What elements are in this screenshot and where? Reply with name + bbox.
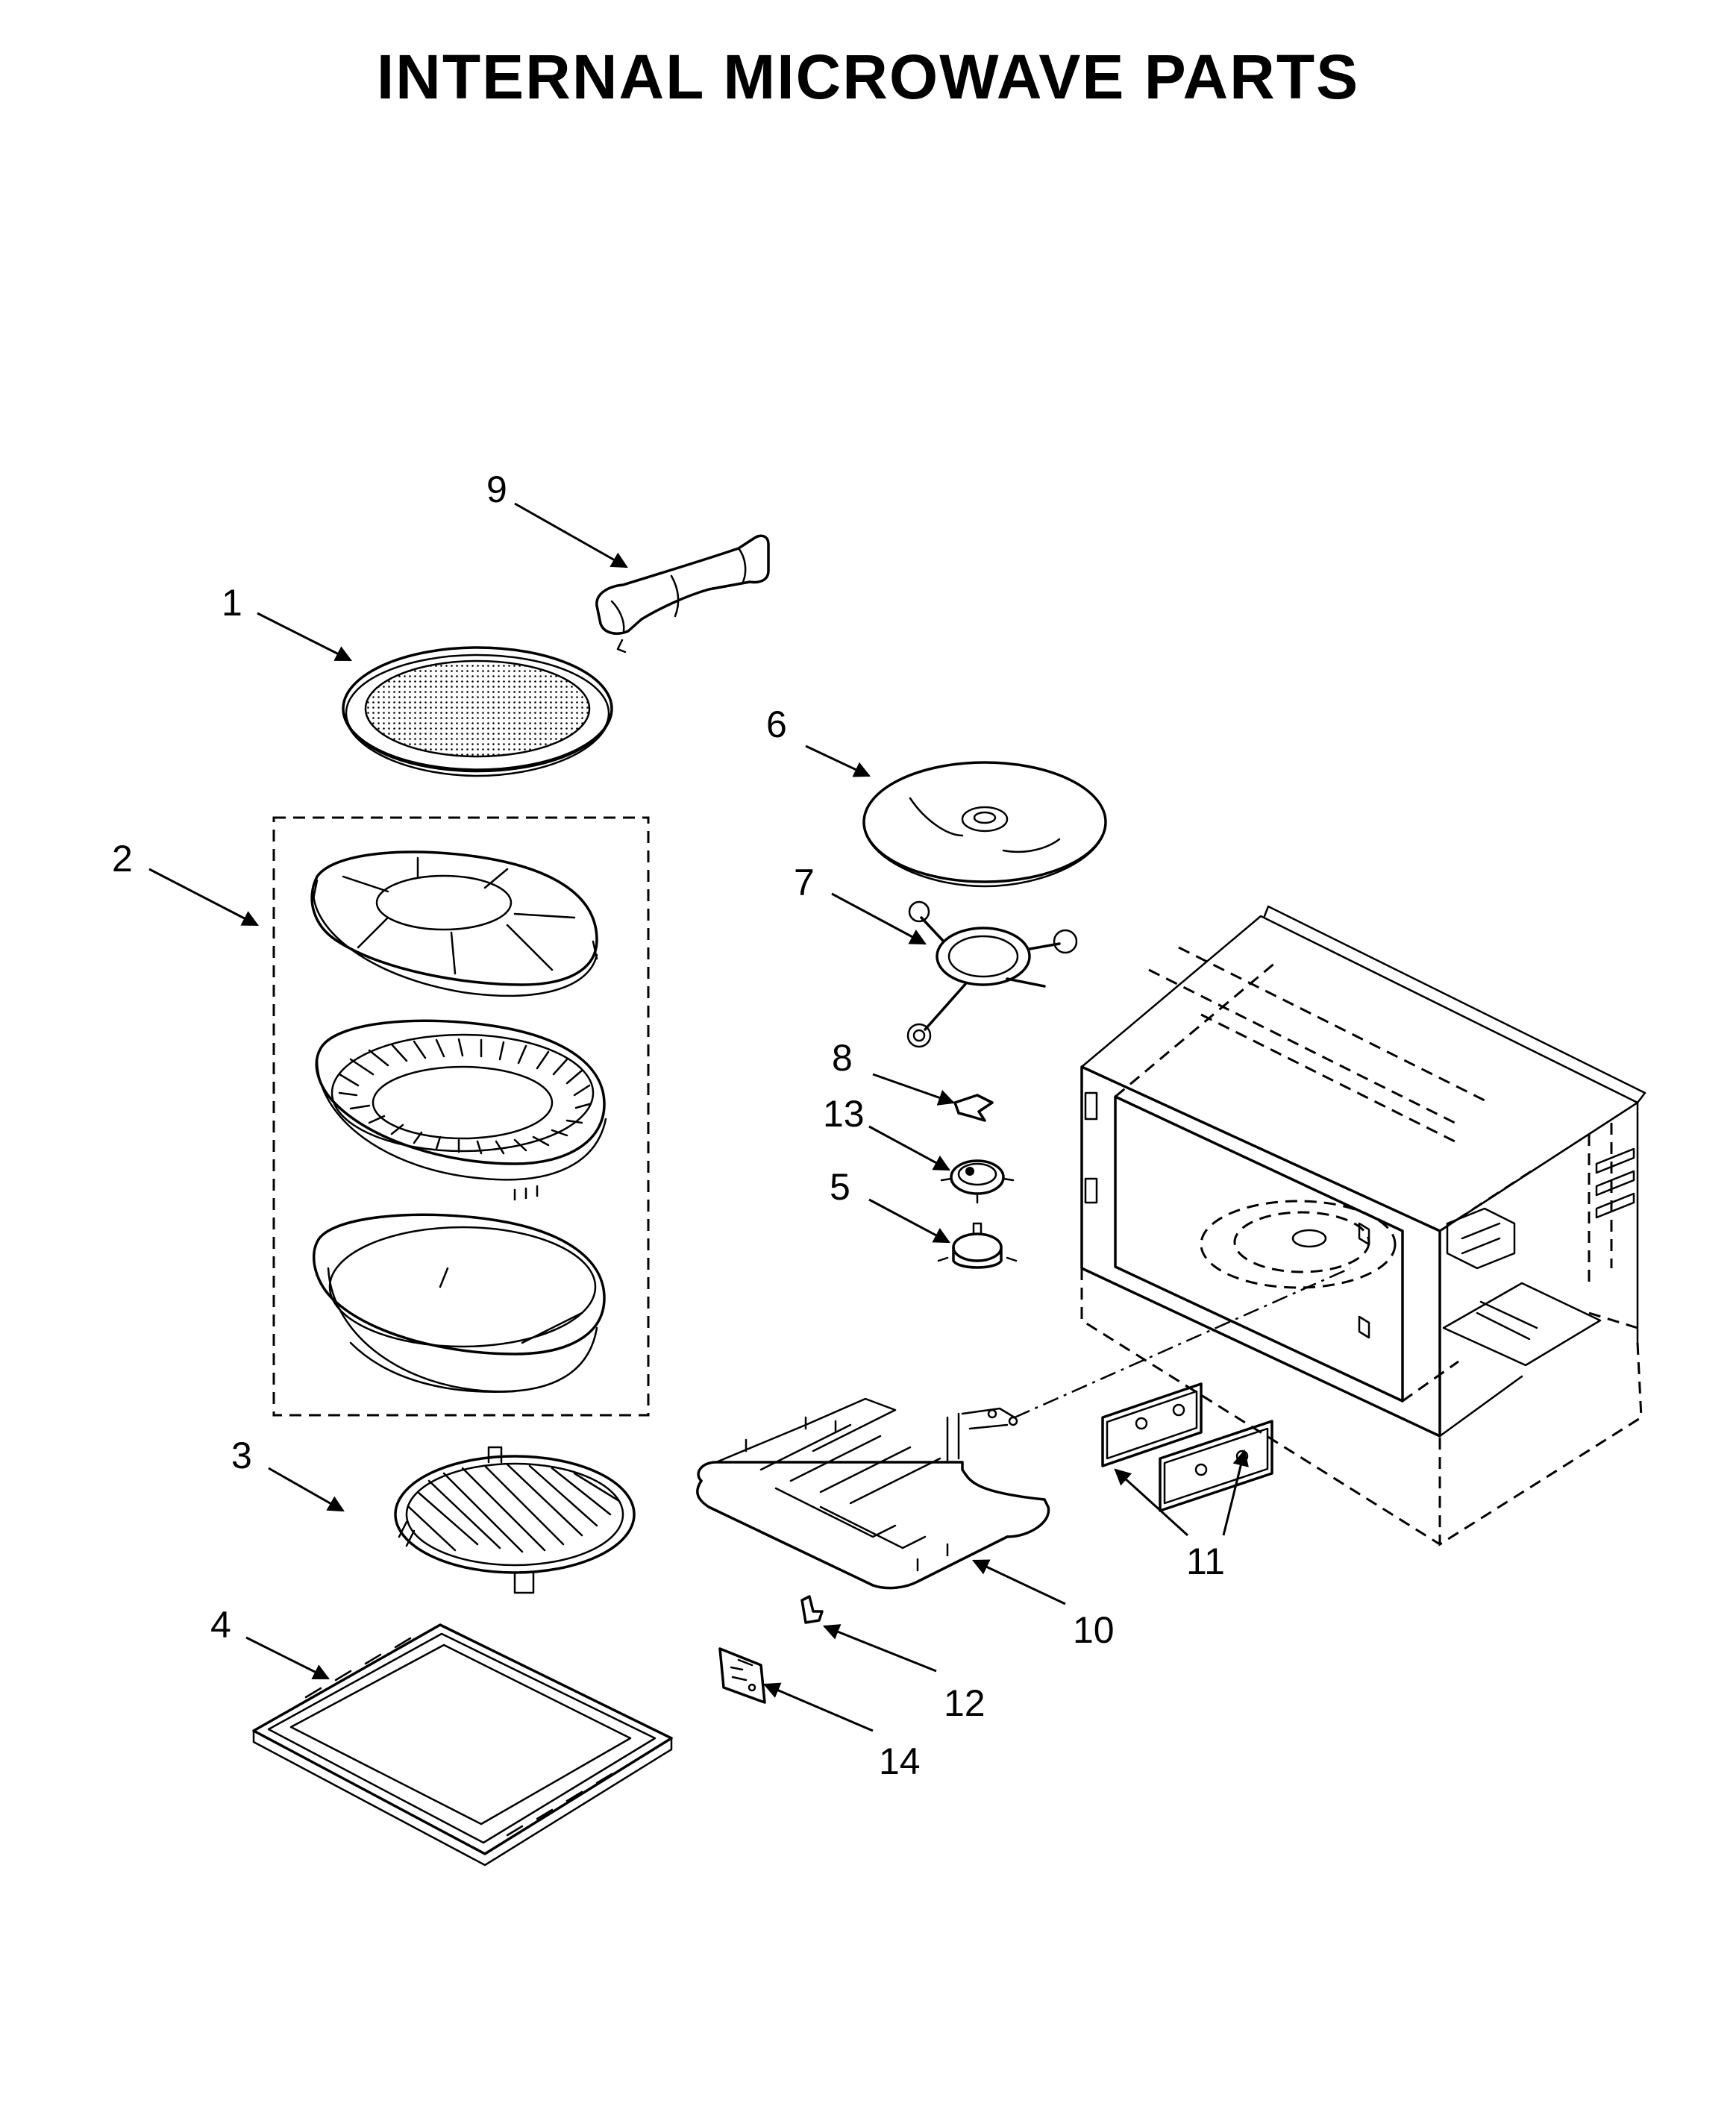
leader-14 [762,1682,874,1732]
steamer-lid [310,850,598,997]
callout-6: 6 [766,703,787,745]
page-title: INTERNAL MICROWAVE PARTS [376,42,1360,112]
callout-7: 7 [794,862,815,903]
steamer-bowl [312,1213,606,1393]
part-14-label [718,1647,766,1704]
part-12-bracket [800,1595,824,1624]
part-11-covers [1101,1382,1273,1512]
part-6-turntable [862,761,1107,888]
part-8-clip [953,1094,994,1122]
callout-11: 11 [1186,1541,1225,1582]
part-9-handle [595,534,770,654]
oven-cavity [1080,905,1646,1547]
leader-7 [831,892,927,945]
leader-9 [514,502,628,568]
leader-13 [868,1125,950,1171]
part-1-crisper-pan [342,646,613,777]
part-13-coupler [940,1159,1015,1204]
callout-4: 4 [210,1604,231,1646]
leader-12 [822,1624,937,1673]
callout-2: 2 [112,838,133,880]
callout-10: 10 [1073,1609,1115,1651]
leader-10 [972,1559,1066,1605]
part-7-roller-support [906,900,1078,1048]
callout-13: 13 [823,1093,865,1135]
leader-5 [868,1198,950,1244]
part-2-steamer-set [272,816,650,1417]
part-10-heating-element [696,1397,1050,1590]
part-4-baking-tray [252,1623,673,1867]
callout-1: 1 [222,582,242,624]
leader-11a [1114,1468,1189,1537]
callout-9: 9 [486,469,507,510]
callout-5: 5 [830,1166,850,1208]
leader-6 [805,745,871,777]
leader-3 [268,1467,345,1512]
assembly-line [1014,1267,1351,1419]
leader-11b [1222,1449,1249,1536]
part-3-grill-rack [394,1446,636,1594]
callout-leaders [148,502,1249,1732]
leader-2 [148,868,259,927]
callout-labels: 9 1 2 3 4 6 7 8 13 5 10 11 12 14 [112,469,1225,1782]
leader-4 [245,1636,330,1680]
part-5-motor [937,1222,1018,1269]
callout-3: 3 [231,1435,252,1476]
callout-8: 8 [832,1037,853,1079]
leader-1 [257,612,352,662]
callout-12: 12 [944,1682,985,1724]
leader-8 [872,1073,956,1106]
callout-14: 14 [879,1740,921,1782]
steamer-basket [315,1019,607,1201]
